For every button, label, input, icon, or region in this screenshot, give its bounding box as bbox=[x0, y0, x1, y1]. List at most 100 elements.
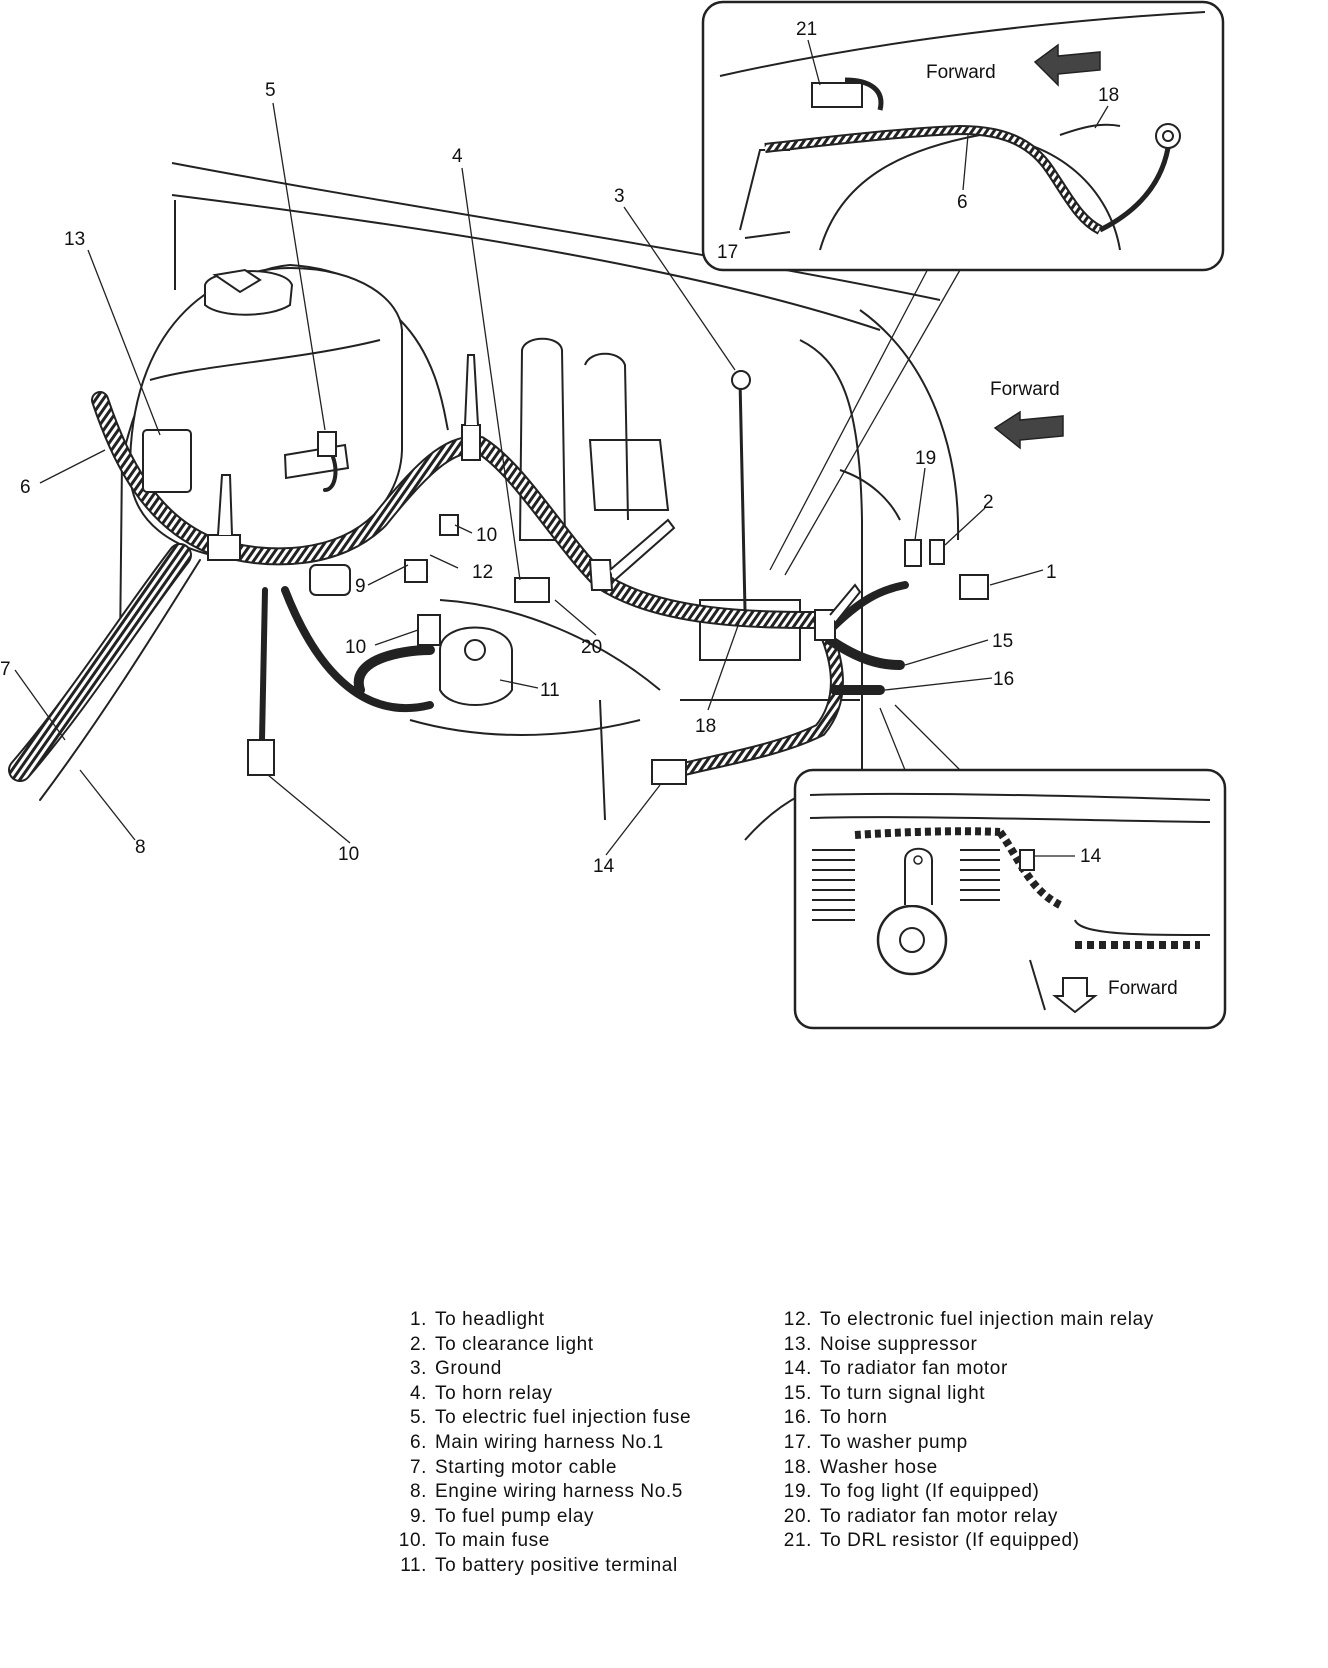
legend-text: Starting motor cable bbox=[435, 1456, 618, 1478]
legend-text: Main wiring harness No.1 bbox=[435, 1431, 664, 1453]
legend-number: 13. bbox=[783, 1333, 812, 1355]
callout-6: 6 bbox=[20, 477, 31, 498]
legend-item: 5. To electric fuel injection fuse bbox=[385, 1406, 691, 1431]
legend-number: 16. bbox=[783, 1407, 812, 1429]
legend-number: 17. bbox=[783, 1431, 812, 1453]
callout-9: 9 bbox=[355, 576, 366, 597]
inset-top-forward-label: Forward bbox=[926, 62, 996, 83]
legend-text: Ground bbox=[435, 1358, 502, 1380]
legend-number: 12. bbox=[783, 1309, 812, 1330]
legend-item: 18. Washer hose bbox=[770, 1456, 1154, 1481]
callout-5: 5 bbox=[265, 80, 276, 101]
legend-item: 2. To clearance light bbox=[385, 1333, 691, 1358]
inset-top-labels: 21 Forward 18 6 17 bbox=[717, 19, 1119, 263]
callout-14: 14 bbox=[593, 856, 615, 877]
fender-panel-slots bbox=[518, 337, 801, 661]
legend-text: Engine wiring harness No.5 bbox=[435, 1481, 683, 1503]
legend-number: 11. bbox=[400, 1554, 427, 1576]
legend-number: 9. bbox=[409, 1505, 427, 1527]
legend-text: To battery positive terminal bbox=[435, 1554, 678, 1576]
callout-19: 19 bbox=[915, 448, 936, 469]
legend-text: To radiator fan motor relay bbox=[820, 1505, 1058, 1527]
legend-text: To radiator fan motor bbox=[820, 1358, 1008, 1380]
legend-number: 3. bbox=[409, 1358, 427, 1380]
legend-item: 16. To horn bbox=[770, 1406, 1154, 1431]
callout-15: 15 bbox=[992, 631, 1013, 652]
legend-number: 10. bbox=[398, 1530, 427, 1552]
callout-16: 16 bbox=[993, 669, 1014, 690]
legend-number: 1. bbox=[409, 1309, 427, 1330]
callout-20: 20 bbox=[581, 637, 602, 658]
connectors-and-clips bbox=[142, 354, 989, 785]
legend-number: 19. bbox=[783, 1481, 812, 1503]
legend-text: Noise suppressor bbox=[820, 1333, 978, 1355]
legend-number: 14. bbox=[783, 1358, 812, 1380]
inset-top-callout-6: 6 bbox=[957, 192, 968, 213]
forward-label-main: Forward bbox=[990, 379, 1060, 400]
legend-text: To horn bbox=[820, 1407, 888, 1429]
main-harness bbox=[8, 378, 909, 801]
callout-13: 13 bbox=[64, 229, 85, 250]
forward-arrow-main bbox=[993, 410, 1064, 450]
legend-item: 17. To washer pump bbox=[770, 1431, 1154, 1456]
legend-item: 4. To horn relay bbox=[385, 1382, 691, 1407]
callout-2: 2 bbox=[983, 492, 994, 513]
callout-numbers: 5 4 3 13 6 19 2 10 12 9 1 10 20 15 7 16 … bbox=[0, 80, 1060, 877]
callout-10-a: 10 bbox=[476, 525, 497, 546]
legend-item: 14. To radiator fan motor bbox=[770, 1357, 1154, 1382]
legend-item: 7. Starting motor cable bbox=[385, 1456, 691, 1481]
inset-top-callout-18: 18 bbox=[1098, 85, 1119, 106]
legend-text: To electronic fuel injection main relay bbox=[820, 1309, 1154, 1330]
callout-4: 4 bbox=[452, 146, 463, 167]
legend-item: 19. To fog light (If equipped) bbox=[770, 1480, 1154, 1505]
legend-item: 12. To electronic fuel injection main rel… bbox=[770, 1308, 1154, 1333]
callout-1: 1 bbox=[1046, 562, 1057, 583]
legend-number: 18. bbox=[783, 1456, 812, 1478]
inset-top-callout-21: 21 bbox=[796, 19, 817, 40]
legend-item: 21. To DRL resistor (If equipped) bbox=[770, 1529, 1154, 1554]
legend-left-column: 1. To headlight 2. To clearance light 3. Gr… bbox=[385, 1308, 691, 1579]
inset-top-frame bbox=[701, 0, 1225, 272]
callout-7: 7 bbox=[0, 659, 11, 680]
inset-bottom-labels: 14 Forward bbox=[1080, 846, 1178, 999]
legend-text: To DRL resistor (If equipped) bbox=[820, 1530, 1080, 1552]
reservoir-tank bbox=[128, 266, 403, 563]
legend-right-column: 12. To electronic fuel injection main rel… bbox=[770, 1308, 1154, 1554]
legend-number: 7. bbox=[409, 1456, 427, 1478]
legend-text: To headlight bbox=[435, 1309, 545, 1330]
legend-text: Washer hose bbox=[820, 1456, 938, 1478]
legend-item: 1. To headlight bbox=[385, 1308, 691, 1333]
legend-number: 2. bbox=[409, 1333, 427, 1355]
callout-10-b: 10 bbox=[345, 637, 366, 658]
legend-item: 15.To turn signal light bbox=[770, 1382, 1154, 1407]
callout-3: 3 bbox=[614, 186, 625, 207]
legend-item: 6. Main wiring harness No.1 bbox=[385, 1431, 691, 1456]
callout-18: 18 bbox=[695, 716, 716, 737]
legend-item: 11. To battery positive terminal bbox=[385, 1554, 691, 1579]
callout-10-c: 10 bbox=[338, 844, 359, 865]
legend-text: To clearance light bbox=[435, 1333, 594, 1355]
legend-item: 9. To fuel pump elay bbox=[385, 1505, 691, 1530]
inset-bottom-forward-label: Forward bbox=[1108, 978, 1178, 999]
legend-text: To fog light (If equipped) bbox=[820, 1481, 1040, 1503]
legend-item: 3. Ground bbox=[385, 1357, 691, 1382]
callout-11: 11 bbox=[540, 680, 560, 701]
legend-text: To electric fuel injection fuse bbox=[435, 1407, 692, 1429]
legend-number: 6. bbox=[409, 1431, 427, 1453]
legend-number: 21. bbox=[783, 1530, 812, 1552]
legend-number: 20. bbox=[783, 1505, 812, 1527]
inset-bottom-frame bbox=[793, 768, 1227, 1030]
legend-number: 4. bbox=[409, 1382, 427, 1404]
legend-item: 8. Engine wiring harness No.5 bbox=[385, 1480, 691, 1505]
legend-number: 8. bbox=[409, 1481, 427, 1503]
legend-text: To horn relay bbox=[435, 1382, 553, 1404]
legend-text: To main fuse bbox=[435, 1530, 550, 1552]
legend-item: 13. Noise suppressor bbox=[770, 1333, 1154, 1358]
inset-bottom-callout-14: 14 bbox=[1080, 846, 1102, 867]
legend-text: To washer pump bbox=[820, 1431, 968, 1453]
legend-text: To fuel pump elay bbox=[435, 1505, 595, 1527]
callout-8: 8 bbox=[135, 837, 146, 858]
legend-number: 5. bbox=[409, 1407, 427, 1429]
legend-number: 15. bbox=[783, 1382, 812, 1404]
